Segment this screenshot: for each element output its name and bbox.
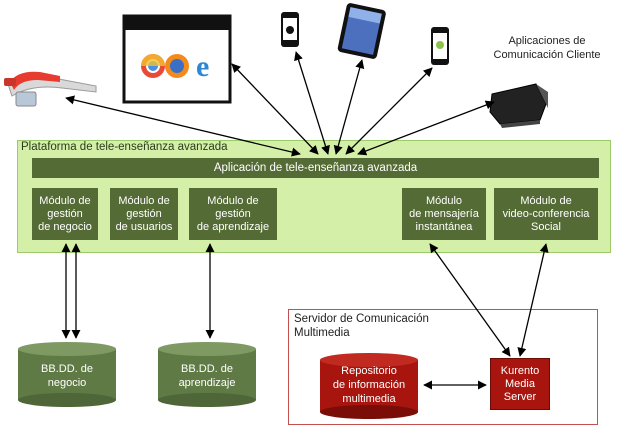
arrow-iphone <box>294 51 330 155</box>
web-browser-icon: e <box>122 14 232 104</box>
module-messaging: Módulo de mensajería instantánea <box>402 188 486 240</box>
module-learning: Módulo de gestión de aprendizaje <box>189 188 277 240</box>
iphone-icon <box>281 12 299 47</box>
google-glass-icon <box>4 71 97 107</box>
arrow-android <box>345 67 433 155</box>
module-users: Módulo de gestión de usuarios <box>110 188 178 240</box>
arrow-glass <box>65 95 301 157</box>
repository-cylinder <box>320 353 418 419</box>
arrow-messaging-kurento <box>429 243 511 357</box>
android-phone-icon <box>431 27 449 65</box>
repository-label: Repositorio de información multimedia <box>332 365 406 405</box>
arrow-video-kurento <box>517 243 549 357</box>
ipad-icon <box>337 3 386 59</box>
client-apps-label: Aplicaciones de Comunicación Cliente <box>493 35 601 61</box>
module-business: Módulo de gestión de negocio <box>32 188 98 240</box>
app-bar: Aplicación de tele-enseñanza avanzada <box>32 158 599 178</box>
kurento-media-server: Kurento Media Server <box>490 358 550 410</box>
vr-headset-icon <box>489 83 548 128</box>
db-business-label: BB.DD. de negocio <box>41 363 93 389</box>
db-learning-cylinder <box>158 342 256 407</box>
module-videoconference: Módulo de video-conferencia Social <box>494 188 598 240</box>
db-learning-label: BB.DD. de aprendizaje <box>178 363 236 389</box>
arrow-ipad <box>333 59 365 155</box>
arrow-vr <box>357 100 495 156</box>
server-title: Servidor de Comunicación Multimedia <box>294 313 429 339</box>
svg-text:e: e <box>196 50 209 83</box>
db-business-cylinder <box>18 342 116 407</box>
